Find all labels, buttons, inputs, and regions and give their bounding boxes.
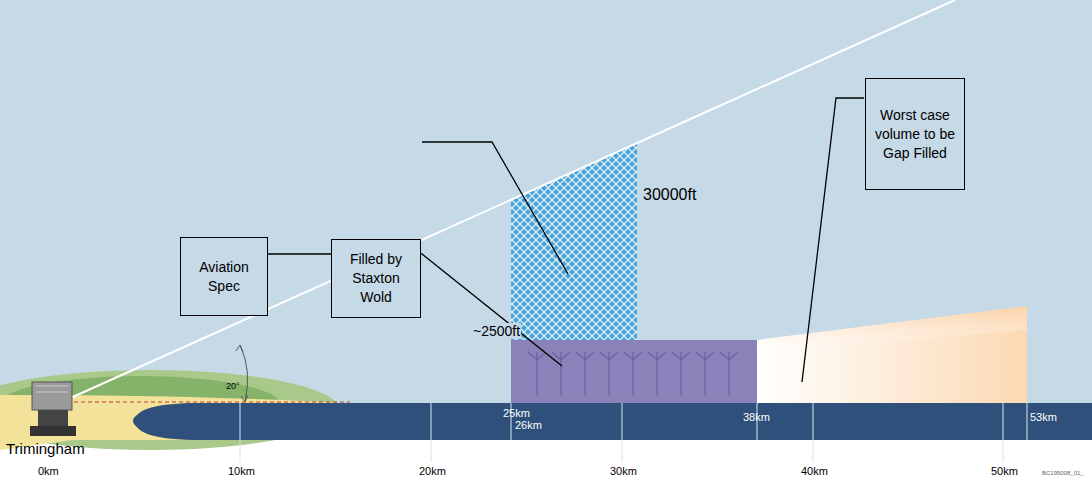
label: Trimingham bbox=[6, 440, 85, 457]
radar bbox=[30, 382, 76, 436]
callout-box: Filled by Staxton Wold bbox=[331, 239, 421, 318]
distance-label: 53km bbox=[1030, 411, 1057, 423]
turbine bbox=[648, 352, 666, 396]
callout-text: Worst case volume to be Gap Filled bbox=[872, 106, 958, 163]
aviation-volume bbox=[511, 340, 757, 403]
wind-turbines bbox=[528, 352, 738, 396]
sea bbox=[133, 403, 277, 439]
label: BC195008_01_ bbox=[1042, 470, 1084, 476]
axis-label: 10km bbox=[228, 465, 255, 477]
callout-text: Filled by Staxton Wold bbox=[338, 250, 414, 307]
turbine bbox=[576, 352, 594, 396]
label: ~2500ft bbox=[472, 323, 521, 339]
turbine bbox=[600, 352, 618, 396]
axis-label: 30km bbox=[610, 465, 637, 477]
turbine bbox=[696, 352, 714, 396]
distance-label: 26km bbox=[515, 419, 542, 431]
turbine bbox=[624, 352, 642, 396]
axis-ticks bbox=[240, 403, 1027, 462]
gap-volume bbox=[757, 306, 1027, 352]
axis-label: 0km bbox=[38, 465, 59, 477]
horizon-line bbox=[60, 402, 350, 403]
filled-volume bbox=[511, 143, 637, 340]
distance-label: 38km bbox=[743, 411, 770, 423]
callout-box: Aviation Spec bbox=[180, 237, 268, 316]
turbine bbox=[528, 352, 546, 396]
label: 30000ft bbox=[643, 186, 696, 204]
axis-label: 40km bbox=[801, 465, 828, 477]
turbine bbox=[552, 352, 570, 396]
leader-line bbox=[238, 98, 864, 382]
axis-label: 50km bbox=[991, 465, 1018, 477]
turbine bbox=[720, 352, 738, 396]
callout-text: Aviation Spec bbox=[187, 258, 261, 296]
callout-box: Worst case volume to be Gap Filled bbox=[865, 78, 965, 190]
distance-label: 25km bbox=[503, 407, 530, 419]
coverage-line bbox=[55, 0, 955, 405]
angle-arc bbox=[240, 345, 248, 402]
sea bbox=[0, 403, 1092, 440]
label: 20° bbox=[226, 381, 240, 391]
axis-label: 20km bbox=[419, 465, 446, 477]
turbine bbox=[672, 352, 690, 396]
gap-volume bbox=[757, 306, 1027, 403]
